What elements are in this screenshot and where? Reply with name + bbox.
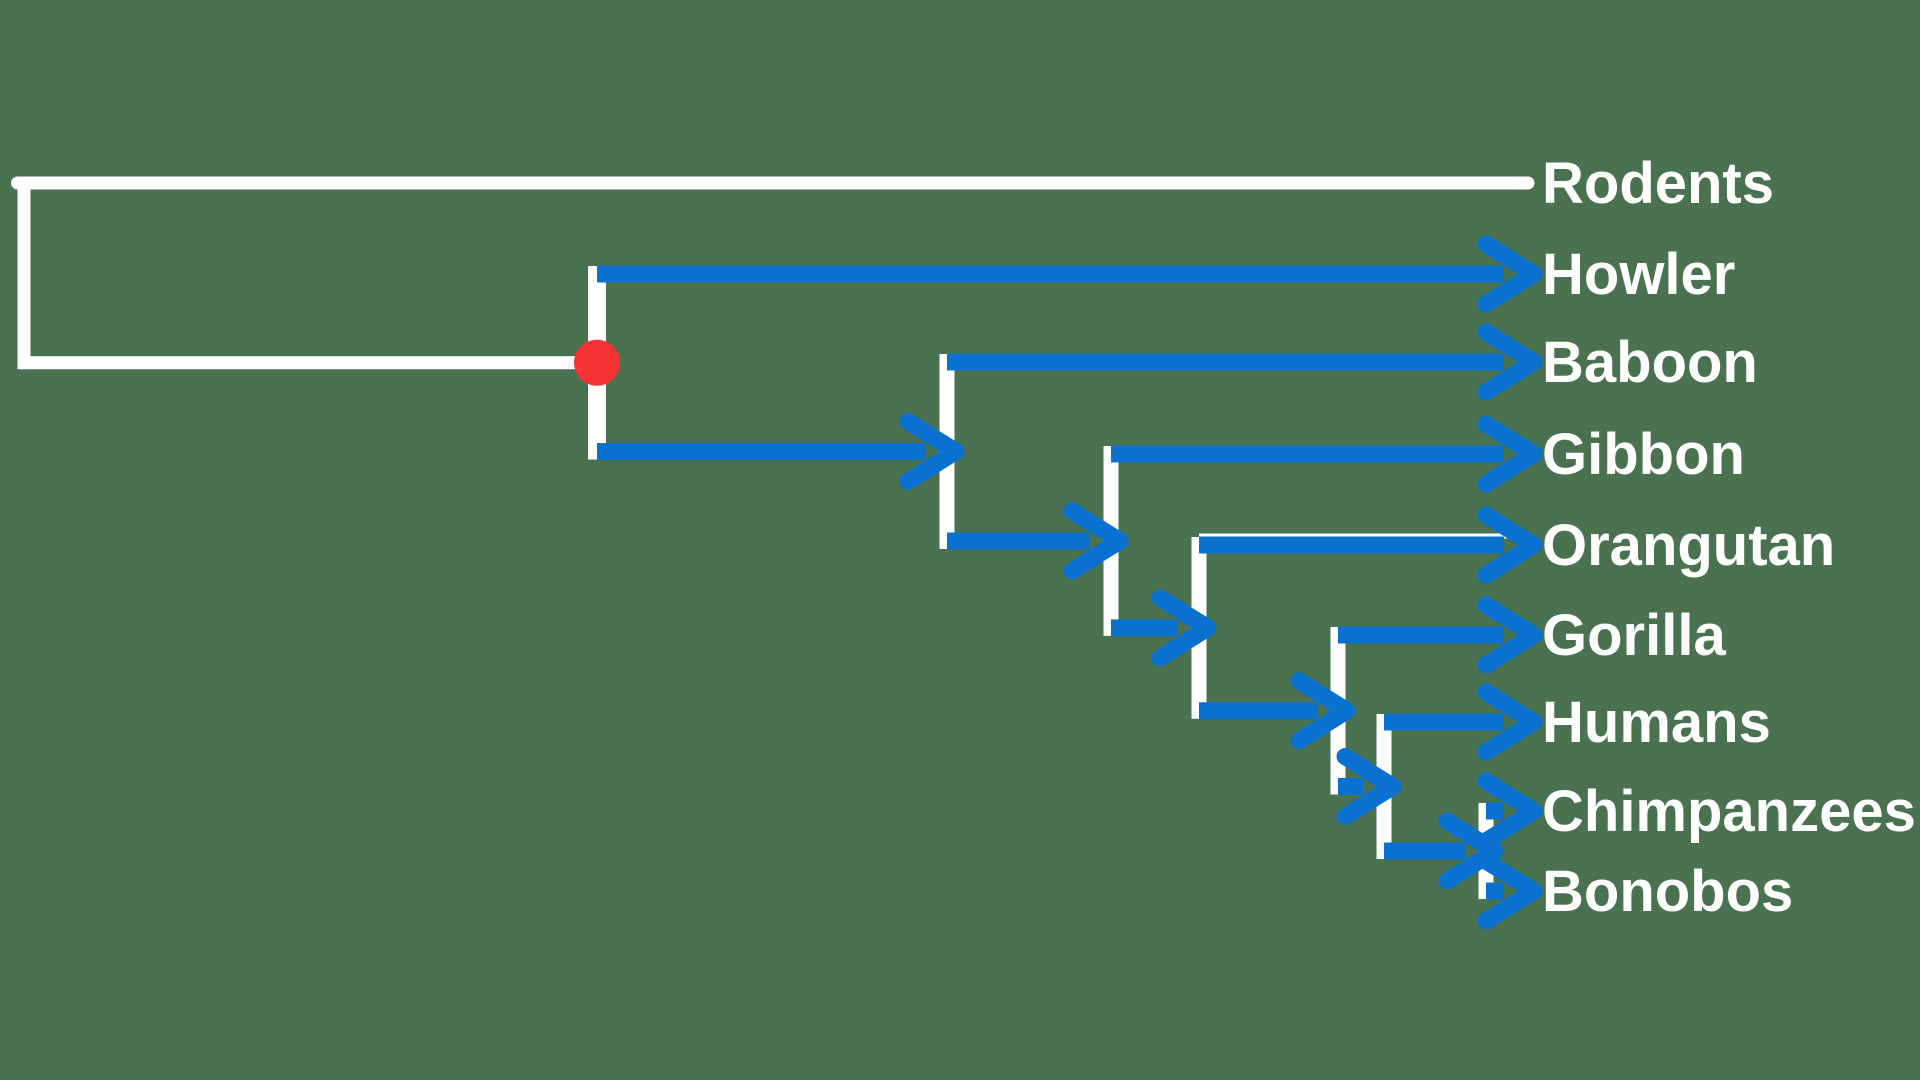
arrow-to-node-b-head [1063,502,1129,580]
leaf-label-howler: Howler [1542,242,1735,307]
arrow-howler-head [1477,235,1543,313]
arrow-chimpanzees-head [1477,772,1543,850]
leaf-label-rodents: Rodents [1542,151,1774,216]
arrow-gibbon-head [1477,415,1543,493]
leaf-label-gorilla: Gorilla [1542,603,1726,668]
arrow-humans-head [1477,683,1543,761]
arrow-to-node-c-head [1151,589,1217,667]
leaf-label-baboon: Baboon [1542,330,1758,395]
arrow-to-node-f-head [1438,812,1504,890]
arrow-to-node-d-head [1290,672,1356,750]
leaf-label-humans: Humans [1542,690,1771,755]
leaf-label-orangutan: Orangutan [1542,513,1835,578]
arrow-baboon-head [1477,323,1543,401]
arrow-to-node-e-head [1336,748,1402,825]
arrow-gorilla-head [1477,596,1543,674]
leaf-label-bonobos: Bonobos [1542,859,1793,924]
leaf-label-gibbon: Gibbon [1542,422,1745,487]
arrow-to-node-a-head [899,412,965,490]
arrow-orangutan-head [1477,506,1543,584]
highlighted-node-red-dot [574,339,620,386]
leaf-label-chimpanzees: Chimpanzees [1542,779,1916,844]
arrow-bonobos-head [1477,852,1543,930]
